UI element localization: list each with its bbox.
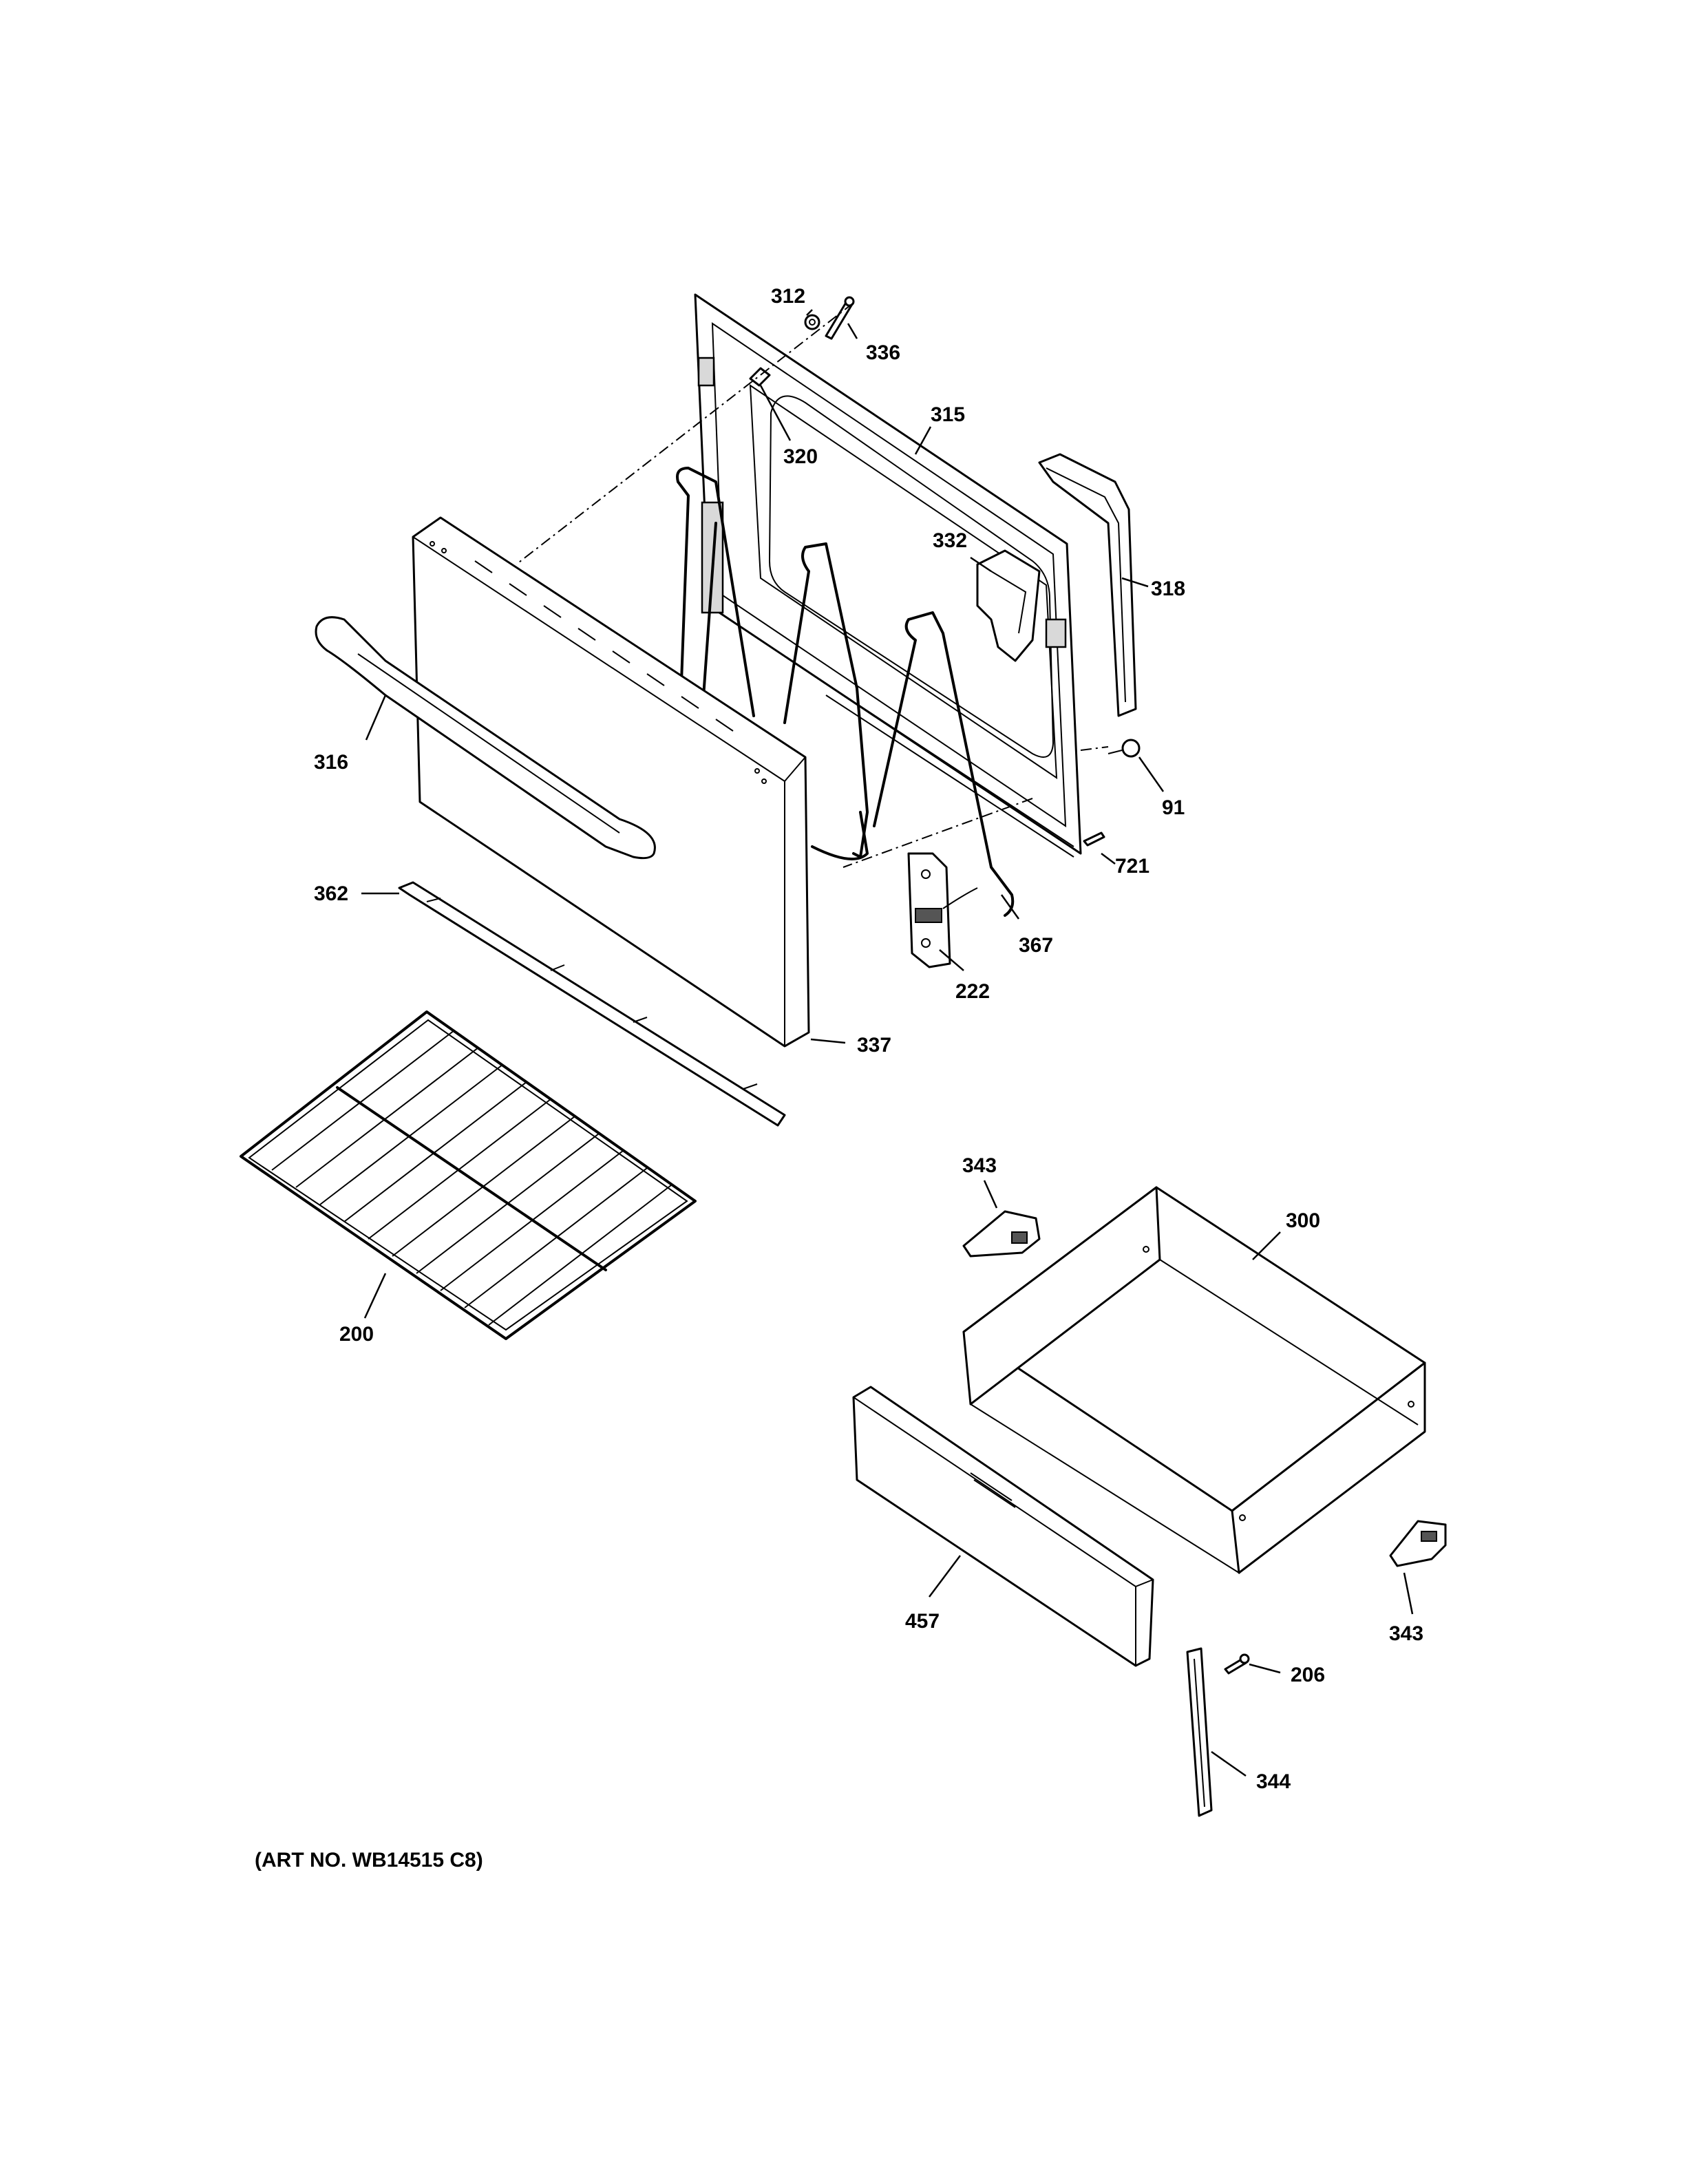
door-side-trim-318 bbox=[1038, 453, 1137, 717]
callout-367: 367 bbox=[1019, 934, 1053, 957]
callout-200: 200 bbox=[339, 1323, 374, 1346]
art-number: (ART NO. WB14515 C8) bbox=[255, 1849, 483, 1872]
callout-206: 206 bbox=[1291, 1664, 1325, 1686]
callout-312: 312 bbox=[771, 285, 805, 308]
callout-362: 362 bbox=[314, 882, 348, 905]
oven-rack-200 bbox=[240, 1010, 697, 1340]
insulation-block-332 bbox=[976, 549, 1041, 662]
door-handle-316 bbox=[315, 616, 656, 860]
callout-222: 222 bbox=[955, 980, 990, 1003]
callout-labels: 312 336 315 320 332 318 316 91 721 362 3… bbox=[314, 285, 1423, 1793]
callout-320: 320 bbox=[783, 445, 818, 468]
callout-300: 300 bbox=[1286, 1209, 1320, 1232]
storage-drawer-300 bbox=[962, 1186, 1426, 1574]
leader-lines bbox=[361, 309, 1414, 1777]
drawer-front-457 bbox=[852, 1386, 1154, 1667]
drawer-bracket-344 bbox=[1186, 1647, 1213, 1817]
callout-315: 315 bbox=[931, 403, 965, 426]
callout-318: 318 bbox=[1151, 577, 1185, 600]
screw-206 bbox=[1224, 1653, 1250, 1675]
drawer-slide-343-right bbox=[1389, 1520, 1447, 1567]
callout-336: 336 bbox=[866, 341, 900, 364]
callout-457: 457 bbox=[905, 1610, 940, 1633]
vent-trim-362 bbox=[398, 881, 786, 1127]
callout-343-bottom: 343 bbox=[1389, 1622, 1423, 1645]
outer-door-panel-337 bbox=[412, 516, 810, 1048]
callout-337: 337 bbox=[857, 1034, 891, 1057]
door-hinge-222 bbox=[907, 852, 978, 968]
callout-721: 721 bbox=[1115, 855, 1149, 878]
callout-332: 332 bbox=[933, 529, 967, 552]
drawer-slide-343-left bbox=[962, 1210, 1041, 1258]
callout-91: 91 bbox=[1162, 796, 1185, 819]
callout-316: 316 bbox=[314, 751, 348, 774]
callout-344: 344 bbox=[1256, 1770, 1291, 1793]
assembly-lines bbox=[516, 302, 1109, 868]
callout-343-top: 343 bbox=[962, 1154, 997, 1177]
